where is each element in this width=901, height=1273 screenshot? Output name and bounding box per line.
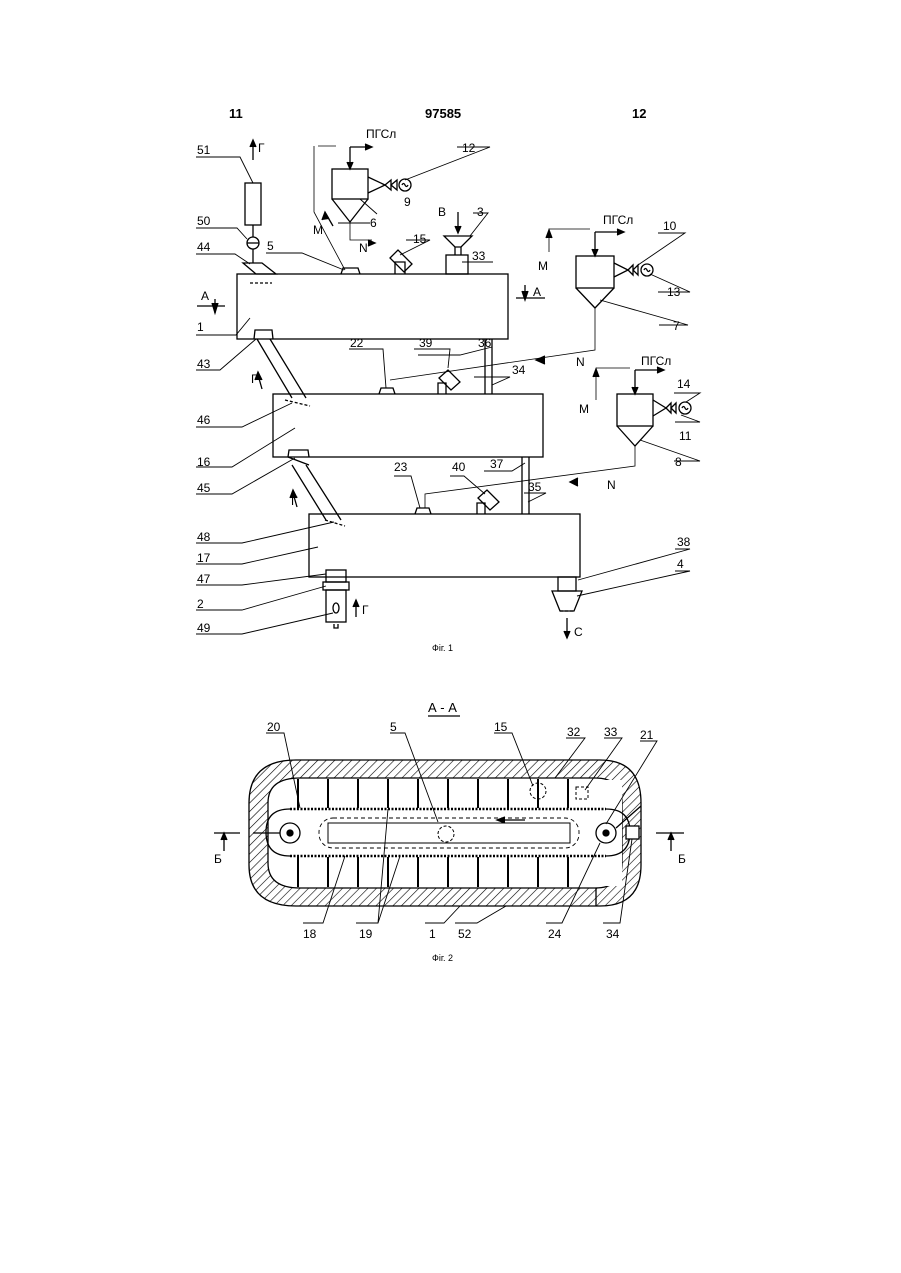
letter-n-1: N [359, 241, 368, 255]
letter-g-top: Г [258, 141, 265, 155]
label-34-section: 34 [606, 927, 620, 941]
label-44: 44 [197, 240, 211, 254]
neck-33 [446, 255, 468, 274]
label-24: 24 [548, 927, 562, 941]
chute-1-16 [257, 339, 306, 398]
letter-a-right: А [533, 285, 541, 299]
label-47: 47 [197, 572, 211, 586]
filter-51 [245, 183, 261, 225]
letter-m-3: М [579, 402, 589, 416]
letter-n-2: N [576, 355, 585, 369]
inlet-44 [243, 263, 276, 274]
cyclone-8 [617, 394, 653, 426]
label-1: 1 [197, 320, 204, 334]
label-51: 51 [197, 143, 211, 157]
label-4: 4 [677, 557, 684, 571]
label-10: 10 [663, 219, 677, 233]
cyclone-6 [332, 169, 368, 199]
label-32: 32 [567, 725, 581, 739]
letter-g-3: Г [291, 494, 298, 508]
label-46: 46 [197, 413, 211, 427]
label-50: 50 [197, 214, 211, 228]
label-33-section: 33 [604, 725, 618, 739]
chamber-1 [237, 274, 508, 339]
label-16: 16 [197, 455, 211, 469]
letter-b-right: Б [678, 852, 686, 866]
label-40: 40 [452, 460, 466, 474]
letter-n-3: N [607, 478, 616, 492]
label-8: 8 [675, 455, 682, 469]
label-21: 21 [640, 728, 654, 742]
letter-c: С [574, 625, 583, 639]
label-17: 17 [197, 551, 211, 565]
letter-pgsl-2: ПГСл [603, 213, 633, 227]
label-52: 52 [458, 927, 472, 941]
port-22 [379, 388, 395, 394]
letter-a-left: А [201, 289, 209, 303]
label-38: 38 [677, 535, 691, 549]
letter-b-left: Б [214, 852, 222, 866]
label-20: 20 [267, 720, 281, 734]
unit-2 [323, 582, 349, 590]
section-title: А - А [428, 700, 457, 715]
port-23 [415, 508, 431, 514]
cyclone-7 [576, 256, 614, 288]
chamber-17 [309, 514, 580, 577]
label-12: 12 [462, 141, 476, 155]
label-9: 9 [404, 195, 411, 209]
outlet-43 [254, 330, 273, 339]
chamber-16 [273, 394, 543, 457]
label-13: 13 [667, 285, 681, 299]
outlet-4 [552, 591, 582, 611]
letter-m-1: М [313, 223, 323, 237]
letter-pgsl-1: ПГСл [366, 127, 396, 141]
label-34: 34 [512, 363, 526, 377]
label-5: 5 [267, 239, 274, 253]
label-11: 11 [679, 429, 692, 443]
label-33: 33 [472, 249, 486, 263]
label-5-section: 5 [390, 720, 397, 734]
label-37: 37 [490, 457, 504, 471]
chute-16-17 [292, 465, 341, 520]
label-39: 39 [419, 336, 433, 350]
fan-9 [385, 180, 397, 190]
port-5 [341, 268, 360, 274]
letter-b: В [438, 205, 446, 219]
letter-pgsl-3: ПГСл [641, 354, 671, 368]
label-35: 35 [528, 480, 542, 494]
label-3: 3 [477, 205, 484, 219]
letter-g-4: Г [362, 603, 369, 617]
label-48: 48 [197, 530, 211, 544]
label-15: 15 [413, 232, 427, 246]
label-2: 2 [197, 597, 204, 611]
label-15-section: 15 [494, 720, 508, 734]
label-23: 23 [394, 460, 408, 474]
label-1-section: 1 [429, 927, 436, 941]
label-43: 43 [197, 357, 211, 371]
letter-g-2: Г [251, 372, 258, 386]
burner-49 [326, 590, 346, 622]
outlet-47 [326, 570, 346, 582]
label-49: 49 [197, 621, 211, 635]
fan-11 [666, 403, 676, 413]
fig2-caption: Фіг. 2 [432, 953, 453, 963]
label-36: 36 [478, 336, 492, 350]
label-19: 19 [359, 927, 373, 941]
neck-38 [558, 577, 576, 591]
figure-1-labels: 51 50 44 5 12 9 6 15 3 33 10 13 7 1 43 2… [197, 127, 692, 653]
label-6: 6 [370, 216, 377, 230]
label-14: 14 [677, 377, 691, 391]
letter-m-2: М [538, 259, 548, 273]
fig1-caption: Фіг. 1 [432, 643, 453, 653]
label-45: 45 [197, 481, 211, 495]
label-7: 7 [673, 319, 680, 333]
hopper-3 [444, 236, 472, 247]
label-22: 22 [350, 336, 364, 350]
label-18: 18 [303, 927, 317, 941]
fan-10 [628, 265, 638, 275]
pipe-34-section [626, 826, 639, 839]
